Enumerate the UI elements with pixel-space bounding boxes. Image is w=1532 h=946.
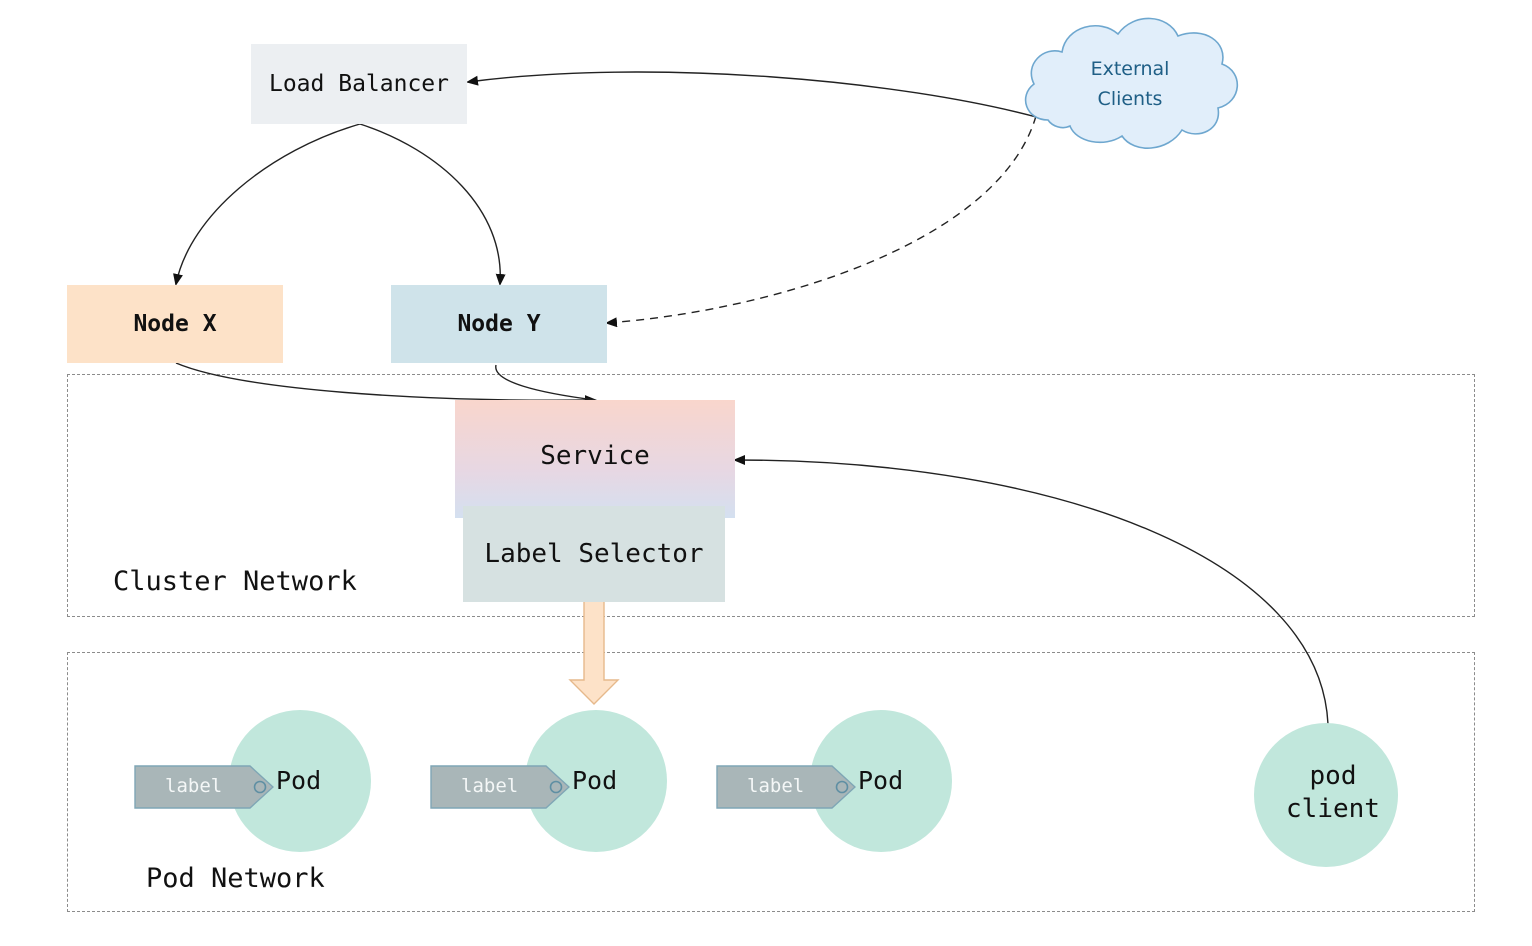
cluster-network-label: Cluster Network — [113, 566, 357, 597]
pod-client-line1: pod — [1309, 761, 1357, 791]
pod-tag-text: label — [461, 775, 519, 797]
service-box: Service — [455, 400, 735, 518]
load-balancer-box: Load Balancer — [251, 44, 467, 124]
edge-external-to-node-y — [605, 115, 1037, 328]
pod-client-circle — [1254, 723, 1398, 867]
pod-tag-text: label — [165, 775, 223, 797]
node-x-box: Node X — [67, 285, 283, 363]
pod-client-label: pod client — [1254, 760, 1412, 826]
pod-tag-2: label — [430, 765, 570, 809]
tag-icon — [430, 765, 570, 809]
node-y-box: Node Y — [391, 285, 607, 363]
external-clients-line2: Clients — [1097, 88, 1163, 110]
cloud-icon — [1024, 17, 1239, 149]
pod-network-label: Pod Network — [146, 863, 325, 894]
external-clients-line1: External — [1090, 58, 1170, 80]
pod-tag-text: label — [747, 775, 805, 797]
label-selector-box: Label Selector — [463, 506, 725, 602]
external-clients: External Clients — [1018, 12, 1242, 154]
edge-load-balancer-to-node-y — [359, 123, 506, 286]
edge-external-to-load-balancer — [466, 71, 1041, 119]
pod-label-3: Pod — [858, 766, 904, 795]
pod-client-line2: client — [1286, 794, 1380, 824]
edge-load-balancer-to-node-x — [173, 123, 361, 286]
pod-tag-1: label — [134, 765, 274, 809]
pod-label-2: Pod — [572, 766, 618, 795]
pod-tag-3: label — [716, 765, 856, 809]
pod-label-1: Pod — [276, 766, 322, 795]
tag-icon — [134, 765, 274, 809]
tag-icon — [716, 765, 856, 809]
down-arrow-icon — [568, 600, 620, 705]
external-clients-label: External Clients — [1018, 54, 1242, 114]
